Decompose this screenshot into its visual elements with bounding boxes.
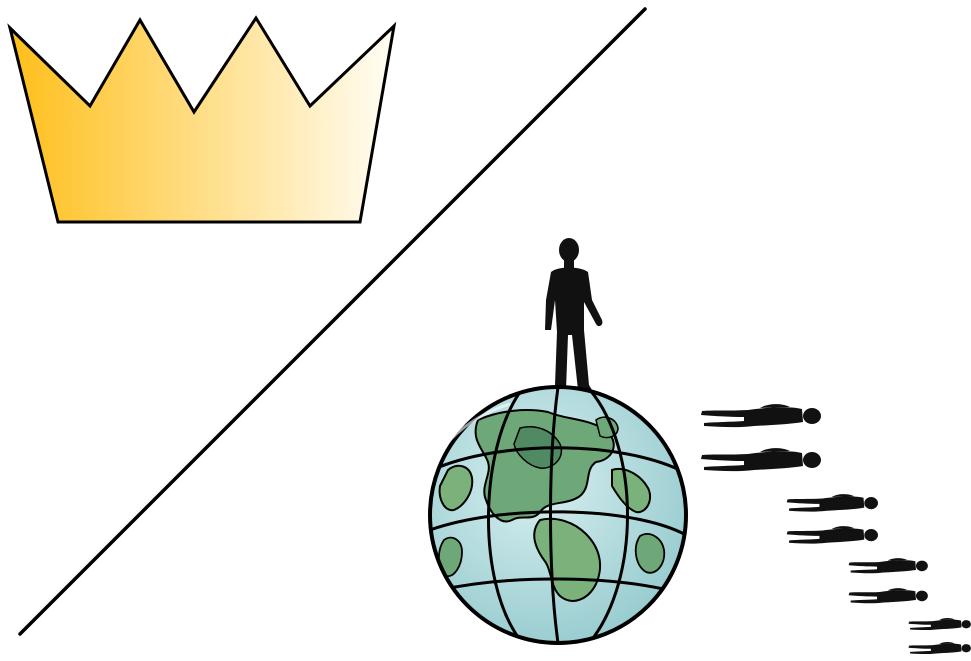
reclining-person-icon	[701, 404, 821, 427]
globe-icon	[430, 387, 686, 643]
reclining-person-icon	[849, 558, 928, 573]
person-silhouette-icon	[545, 238, 602, 390]
crown-icon	[10, 18, 394, 222]
reclining-person-icon	[909, 642, 971, 654]
reclining-person-icon	[849, 588, 928, 603]
reclining-person-icon	[787, 526, 878, 544]
reclining-person-icon	[701, 448, 821, 471]
reclining-person-icon	[909, 618, 971, 630]
reclining-person-icon	[787, 494, 878, 512]
reclining-people-group	[701, 404, 971, 654]
